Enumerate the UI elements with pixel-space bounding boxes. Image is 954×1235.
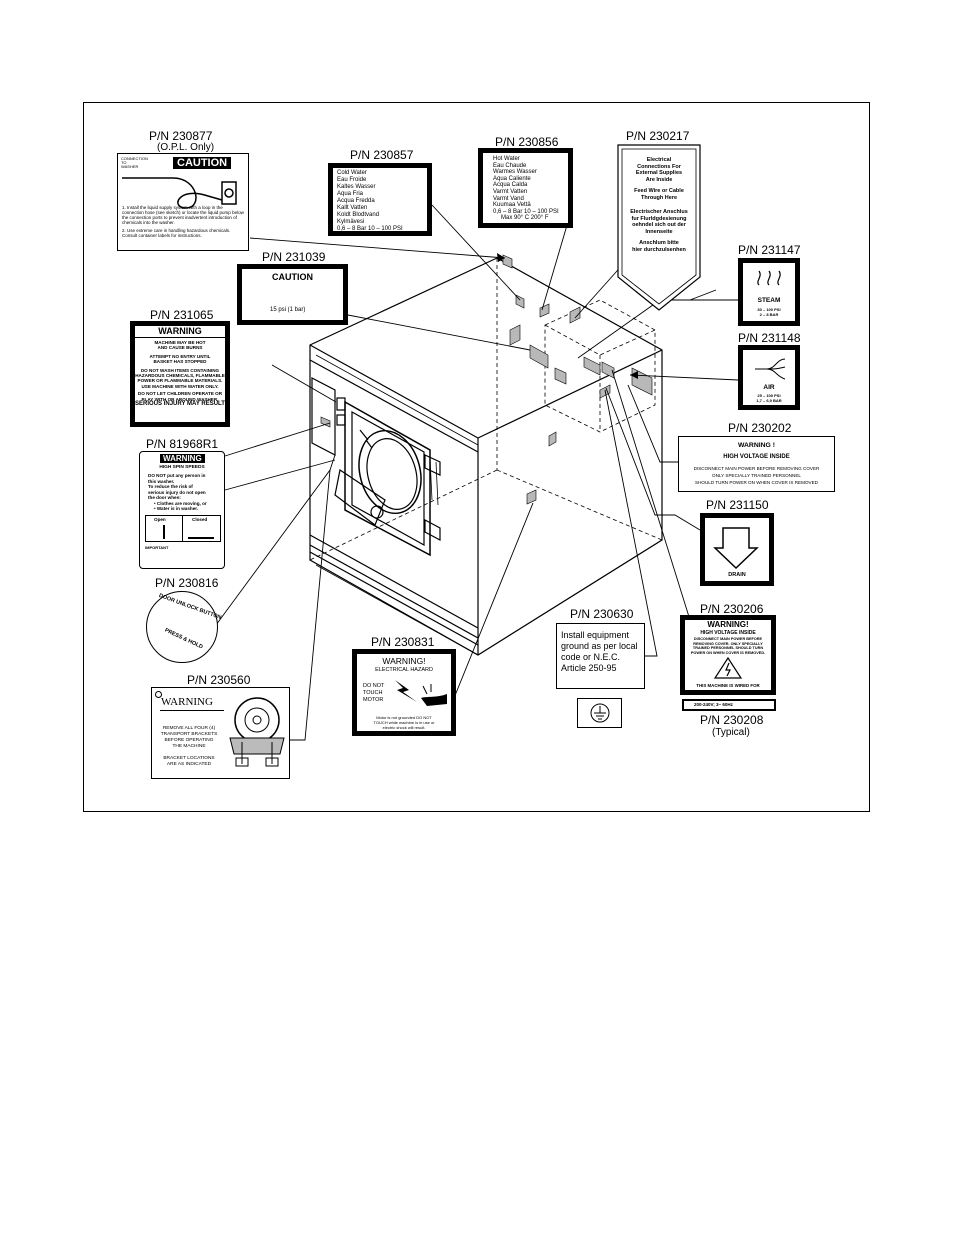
label-230560: WARNING REMOVE ALL FOUR (4)TRANSPORT BRA… <box>151 687 290 779</box>
drain-title: DRAIN <box>728 572 746 578</box>
spin-speed-sub: HIGH SPIN SPEEDS <box>159 465 205 470</box>
pn-230206: P/N 230206 <box>700 602 764 616</box>
label-ground-symbol <box>577 698 622 728</box>
warning-title: WARNING! <box>707 620 749 629</box>
pn-230831: P/N 230831 <box>371 635 435 649</box>
pn-230857: P/N 230857 <box>350 148 414 162</box>
pn-231039: P/N 231039 <box>262 250 326 264</box>
pn-230877: P/N 230877 <box>149 129 213 143</box>
warning-title: WARNING ! <box>737 442 775 449</box>
caution-item-1: 1. Install the liquid supply system with… <box>122 205 244 225</box>
pn-230217: P/N 230217 <box>626 129 690 143</box>
drain-arrow-icon <box>713 527 759 570</box>
air-icon <box>755 358 786 380</box>
warning-title: WARNING <box>161 696 213 708</box>
pn-230560: P/N 230560 <box>187 673 251 687</box>
pressure-text: 15 psi (1 bar) <box>270 307 306 313</box>
caution-title: CAUTION <box>272 272 313 282</box>
label-81968r1: WARNING HIGH SPIN SPEEDS DO NOT put any … <box>139 451 225 569</box>
label-231150: DRAIN <box>700 513 774 586</box>
open-indicator <box>163 525 165 539</box>
high-voltage-lines: DISCONNECT MAIN POWER BEFORE REMOVING CO… <box>693 466 820 485</box>
pn-230208-note: (Typical) <box>712 727 750 738</box>
transport-bracket-diagram-icon <box>229 697 285 767</box>
warning-title: WARNING! <box>382 656 426 666</box>
wired-for-text: THIS MACHINE IS WIRED FOR <box>696 683 760 688</box>
pn-230816: P/N 230816 <box>155 576 219 590</box>
pn-231147: P/N 231147 <box>738 243 801 257</box>
lightning-triangle-icon <box>713 656 743 679</box>
caution-item-2: 2. Use extreme care in handling hazardou… <box>122 228 231 238</box>
hose-loop-icon <box>122 177 237 209</box>
connection-tag: CONNECTION TO WASHER <box>121 156 148 169</box>
pn-230877-note: (O.P.L. Only) <box>157 142 215 153</box>
label-230202: WARNING ! HIGH VOLTAGE INSIDE DISCONNECT… <box>678 436 835 492</box>
label-231039: CAUTION 15 psi (1 bar) <box>237 264 348 325</box>
steam-icon <box>757 270 781 286</box>
pn-231148: P/N 231148 <box>738 331 801 345</box>
steam-title: STEAM <box>757 297 781 304</box>
pn-230630: P/N 230630 <box>570 607 634 621</box>
high-voltage-sub: HIGH VOLTAGE INSIDE <box>700 630 756 636</box>
pn-230856: P/N 230856 <box>495 135 559 149</box>
voltage-text: 200-240V; 3~ 60Hz <box>694 702 733 707</box>
electrical-hazard-sub: ELECTRICAL HAZARD <box>375 667 433 673</box>
pn-230208: P/N 230208 <box>700 713 764 727</box>
closed-label: Closed <box>192 517 208 522</box>
mounting-hole <box>155 691 162 698</box>
caution-title: CAUTION <box>173 157 232 169</box>
label-230208: 200-240V; 3~ 60Hz <box>682 699 776 711</box>
electrical-hazard-icon <box>395 680 447 706</box>
label-230877: CONNECTION TO WASHER CAUTION 1. Install … <box>117 153 249 251</box>
warning-title: WARNING <box>160 454 205 463</box>
warning-title: WARNING <box>158 326 202 336</box>
pn-231150: P/N 231150 <box>706 498 769 512</box>
ground-icon <box>590 703 610 723</box>
air-title: AIR <box>763 384 775 391</box>
open-label: Open <box>154 517 166 522</box>
pn-81968r1: P/N 81968R1 <box>146 437 219 451</box>
important-footer: IMPORTANT <box>145 545 169 550</box>
diagram-frame <box>83 102 870 812</box>
label-230206: WARNING! HIGH VOLTAGE INSIDE DISCONNECT … <box>680 615 776 695</box>
door-status-panel: Open Closed <box>145 515 221 542</box>
high-voltage-sub: HIGH VOLTAGE INSIDE <box>723 454 790 460</box>
label-230816: DOOR UNLOCK BUTTON PRESS & HOLD <box>146 591 222 663</box>
press-hold-text: PRESS & HOLD <box>163 627 204 651</box>
pn-231065: P/N 231065 <box>150 308 214 322</box>
pn-230202: P/N 230202 <box>728 421 792 435</box>
closed-indicator <box>188 537 214 539</box>
